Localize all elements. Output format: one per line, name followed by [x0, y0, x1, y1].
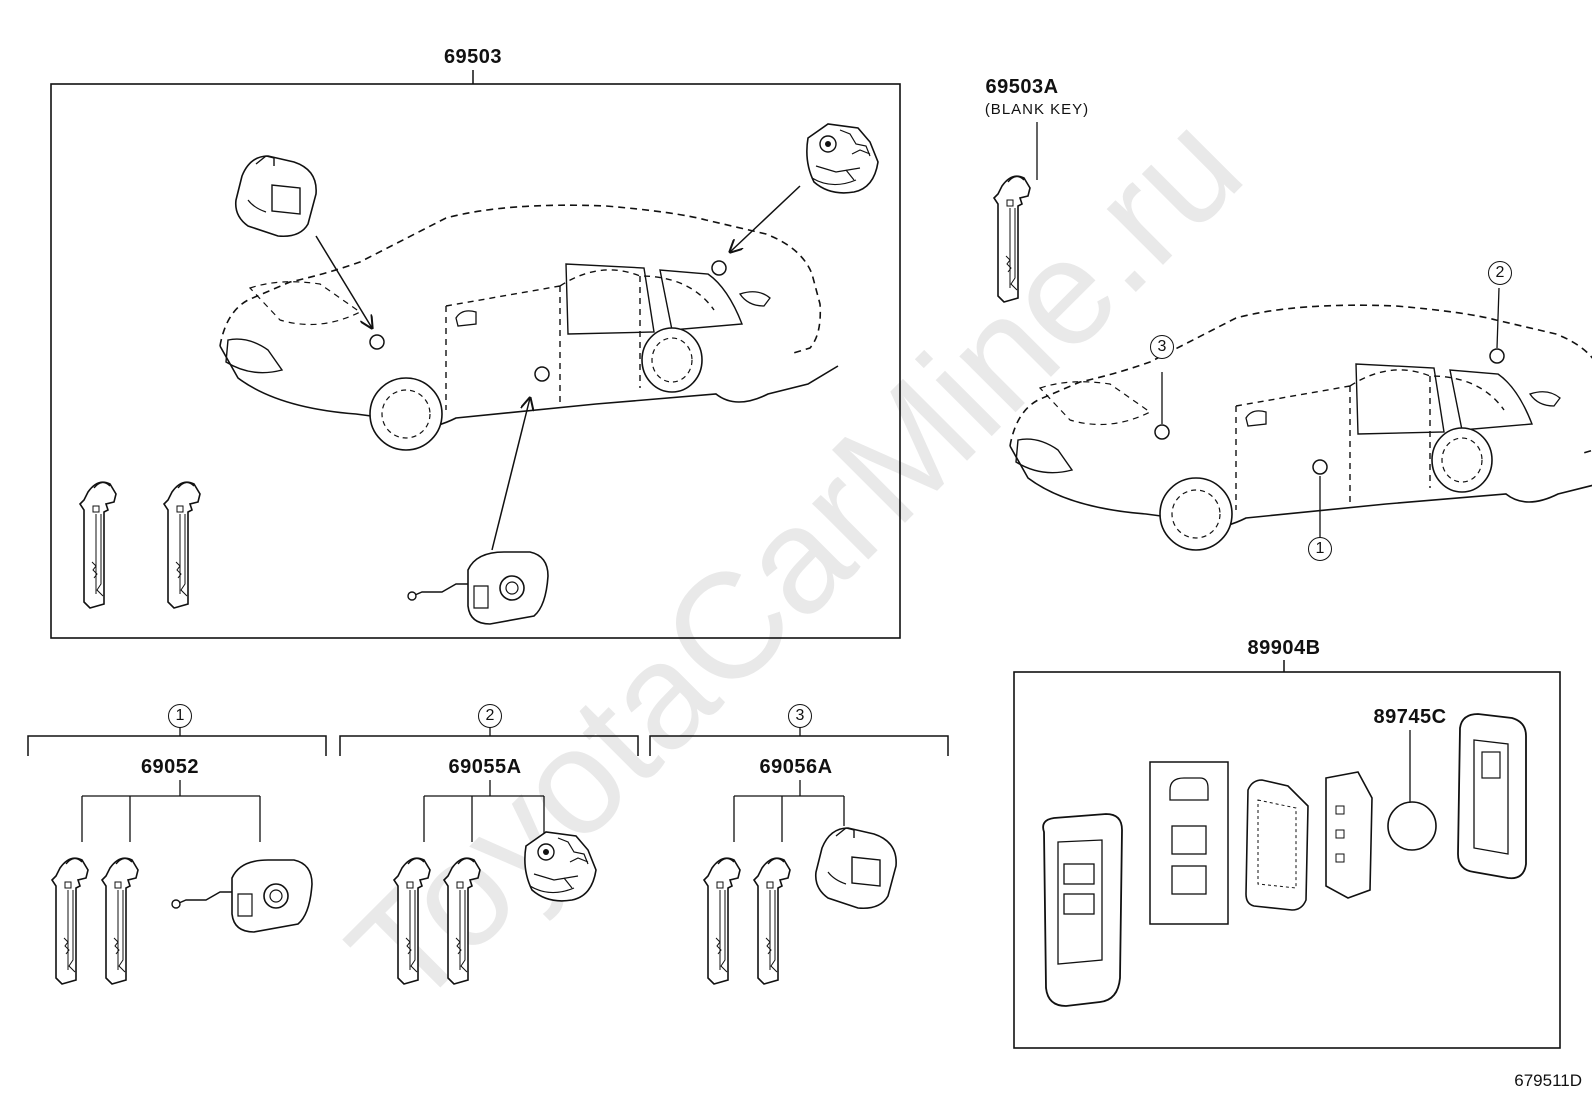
luggage-lock-illustration: [806, 123, 879, 194]
callout-3-car: 3: [1150, 335, 1174, 359]
callout-2-group: 2: [478, 704, 502, 728]
diagram-code: 679511D: [1514, 1071, 1582, 1090]
door-lock-illustration: [407, 551, 549, 625]
key-illustration: [51, 857, 89, 985]
ignition-cylinder-illustration: [814, 827, 897, 910]
arrow-to-luggage: [730, 185, 801, 252]
luggage-lock-illustration: [524, 831, 597, 902]
cover-illustration: [1457, 713, 1527, 880]
key-illustration: [703, 857, 741, 985]
key-illustration: [753, 857, 791, 985]
callout-1-group: 1: [168, 704, 192, 728]
leader-69056A: [733, 780, 845, 842]
mark-car-door: [1312, 459, 1328, 475]
leader-69055A: [423, 780, 545, 842]
arrow-to-ignition: [315, 235, 372, 328]
arrow-to-door: [491, 398, 530, 551]
blank-key-illustration: [993, 175, 1031, 303]
mark-car-trunk: [1489, 348, 1505, 364]
fob-case-illustration: [1042, 813, 1123, 1007]
kit-box-89904B: [1013, 671, 1561, 1049]
inner-frame-illustration: [1325, 771, 1373, 899]
callout-3-group: 3: [788, 704, 812, 728]
key-illustration: [393, 857, 431, 985]
button-pad-illustration: [1149, 761, 1229, 925]
mark-car-hood: [1154, 424, 1170, 440]
label-blank-key: (BLANK KEY): [984, 101, 1090, 118]
key-illustration: [443, 857, 481, 985]
mark-door: [534, 366, 550, 382]
mark-luggage: [711, 260, 727, 276]
battery-illustration: [1387, 801, 1437, 851]
bracket-group-2: [339, 735, 639, 756]
kit-box-69503: [50, 83, 901, 639]
key-illustration: [79, 481, 117, 609]
label-69052: 69052: [140, 756, 200, 778]
mark-ignition: [369, 334, 385, 350]
ignition-cylinder-illustration: [234, 155, 317, 238]
circuit-board-illustration: [1245, 779, 1309, 911]
label-69503A: 69503A: [985, 76, 1059, 98]
label-69503: 69503: [443, 46, 503, 68]
label-69056A: 69056A: [759, 756, 833, 778]
label-69055A: 69055A: [448, 756, 522, 778]
callout-1-car: 1: [1308, 537, 1332, 561]
car-illustration-right: [1009, 304, 1592, 551]
callout-2-car: 2: [1488, 261, 1512, 285]
car-illustration-left: [219, 204, 839, 451]
label-89904B: 89904B: [1247, 637, 1321, 659]
label-89745C: 89745C: [1373, 706, 1447, 728]
key-illustration: [101, 857, 139, 985]
bracket-group-1: [27, 735, 327, 756]
bracket-group-3: [649, 735, 949, 756]
leader-69052: [81, 780, 261, 842]
door-lock-illustration: [171, 859, 313, 933]
leader-callout-2: [1496, 287, 1500, 349]
key-illustration: [163, 481, 201, 609]
